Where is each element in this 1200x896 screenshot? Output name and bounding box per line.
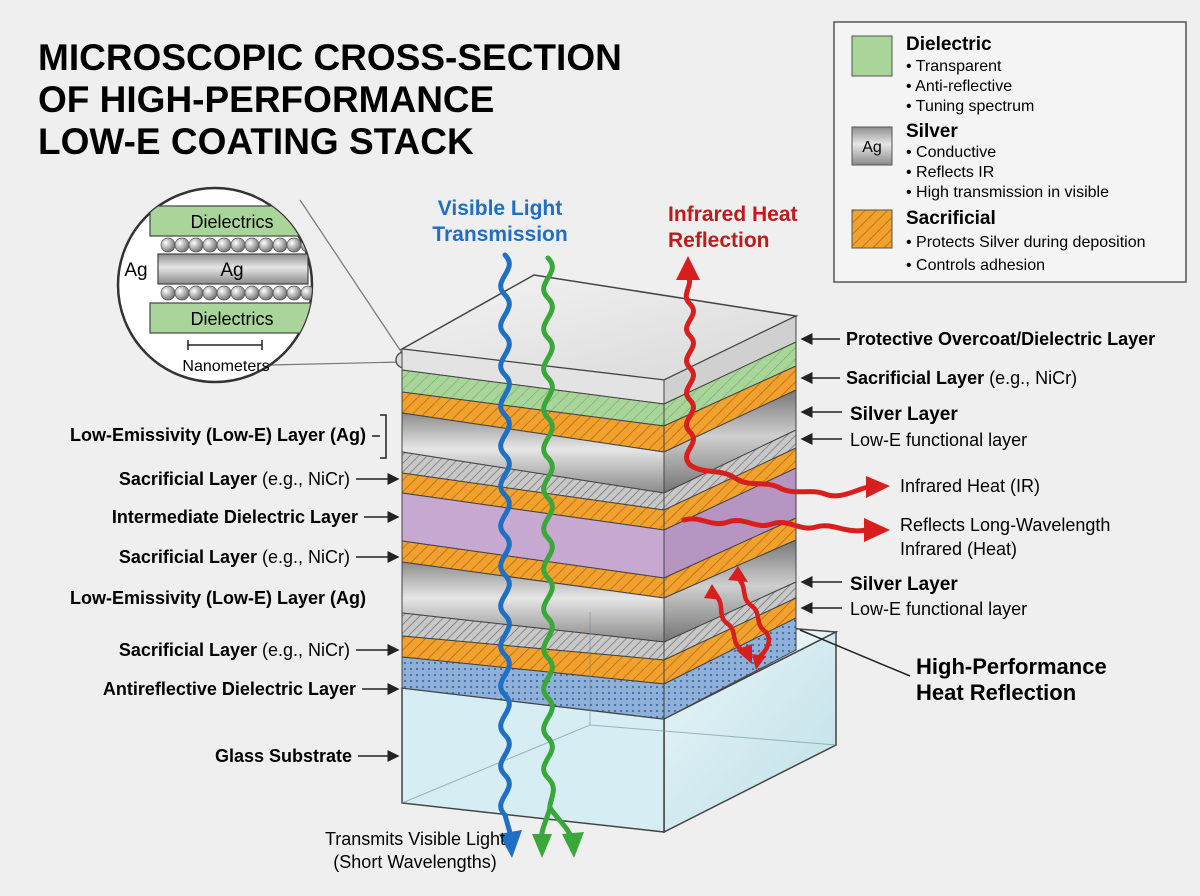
label-sacrificial-3: Sacrificial Layer (e.g., NiCr) — [119, 640, 350, 660]
legend-dielectric-item: • Anti-reflective — [906, 78, 1012, 95]
label-high-performance-2: Heat Reflection — [916, 680, 1076, 705]
legend-silver-item: • Reflects IR — [906, 164, 994, 181]
label-high-performance-1: High-Performance — [916, 654, 1107, 679]
title-line-3: LOW-E COATING STACK — [38, 121, 474, 162]
green-beam-arrowhead — [562, 832, 584, 858]
label-sacrificial-2: Sacrificial Layer (e.g., NiCr) — [119, 547, 350, 567]
label-sacrificial-right: Sacrificial Layer (e.g., NiCr) — [846, 368, 1077, 388]
visible-light-label-1: Visible Light — [438, 197, 562, 220]
magnifier-inset: Dielectrics Ag Ag Dielectrics Nanometers — [116, 186, 413, 384]
legend-silver-swatch — [851, 126, 893, 166]
label-silver-layer-1: Silver Layer — [850, 404, 958, 425]
infrared-label-1: Infrared Heat — [668, 203, 798, 226]
blue-beam — [498, 252, 515, 843]
label-lowe-layer-1: Low-Emissivity (Low-E) Layer (Ag) — [70, 425, 366, 445]
antireflective-layer-side — [663, 617, 797, 720]
inset-bottom-label: Dielectrics — [190, 309, 273, 329]
legend-sacrificial-item: • Protects Silver during deposition — [906, 234, 1146, 251]
silver-bead-row-bottom — [160, 285, 312, 301]
title-line-1: MICROSCOPIC CROSS-SECTION — [38, 37, 622, 78]
legend-silver-swatch-label: Ag — [862, 139, 882, 156]
legend-dielectric-swatch — [851, 35, 893, 77]
inset-center-label: Ag — [220, 260, 243, 281]
label-reflects-2: Infrared (Heat) — [900, 539, 1017, 559]
scale-bar — [187, 340, 263, 350]
label-protective-overcoat: Protective Overcoat/Dielectric Layer — [846, 329, 1155, 349]
inset-top-label: Dielectrics — [190, 212, 273, 232]
legend-dielectric-item: • Transparent — [906, 58, 1002, 75]
beam-labels: Visible Light Transmission Infrared Heat… — [325, 197, 798, 872]
ir-ray-1 — [687, 462, 871, 499]
label-antireflective: Antireflective Dielectric Layer — [103, 679, 356, 699]
inset-scale-label: Nanometers — [182, 358, 269, 375]
legend-dielectric-item: • Tuning spectrum — [906, 98, 1034, 115]
label-lowe-functional-2: Low-E functional layer — [850, 599, 1027, 619]
blue-beam-arrowhead — [499, 830, 522, 858]
legend-sacrificial-swatch — [851, 209, 893, 249]
label-glass-substrate: Glass Substrate — [215, 746, 352, 766]
visible-light-label-2: Transmission — [432, 223, 567, 246]
ir-ray-2 — [681, 516, 869, 534]
visible-light-beams — [498, 252, 584, 858]
legend: Dielectric • Transparent • Anti-reflecti… — [833, 21, 1187, 283]
infrared-beams — [676, 256, 890, 670]
legend-sacrificial-item: • Controls adhesion — [906, 257, 1045, 274]
ir-up-arrowhead — [676, 256, 700, 280]
legend-silver-item: • High transmission in visible — [906, 184, 1109, 201]
ir-bounce-2 — [735, 575, 771, 661]
title-block: MICROSCOPIC CROSS-SECTION OF HIGH-PERFOR… — [38, 37, 622, 162]
label-infrared-heat-ir: Infrared Heat (IR) — [900, 476, 1040, 496]
infrared-label-2: Reflection — [668, 229, 770, 252]
silver-bead-row-top — [160, 237, 312, 253]
ir-main-beam — [683, 273, 696, 468]
inset-side-label: Ag — [124, 260, 147, 281]
label-intermediate: Intermediate Dielectric Layer — [112, 507, 358, 527]
ir-ray-2-arrowhead — [864, 518, 890, 542]
legend-silver-item: • Conductive — [906, 144, 996, 161]
green-beam-arrowhead — [532, 834, 552, 858]
label-lowe-layer-2: Low-Emissivity (Low-E) Layer (Ag) — [70, 588, 366, 608]
transmits-label-1: Transmits Visible Light — [325, 829, 505, 849]
coating-stack — [399, 274, 799, 720]
ir-ray-1-arrowhead — [866, 476, 890, 498]
label-reflects-1: Reflects Long-Wavelength — [900, 515, 1110, 535]
left-labels: Low-Emissivity (Low-E) Layer (Ag) Sacrif… — [70, 414, 400, 766]
label-silver-layer-2: Silver Layer — [850, 574, 958, 595]
title-line-2: OF HIGH-PERFORMANCE — [38, 79, 494, 120]
legend-silver-title: Silver — [906, 121, 958, 142]
legend-sacrificial-title: Sacrificial — [906, 208, 996, 229]
right-labels: Protective Overcoat/Dielectric Layer Sac… — [799, 329, 1155, 705]
green-beam — [541, 255, 556, 813]
legend-dielectric-title: Dielectric — [906, 34, 992, 55]
label-lowe-functional-1: Low-E functional layer — [850, 430, 1027, 450]
transmits-label-2: (Short Wavelengths) — [333, 852, 496, 872]
label-sacrificial-1: Sacrificial Layer (e.g., NiCr) — [119, 469, 350, 489]
ir-bounce-1 — [713, 593, 745, 653]
